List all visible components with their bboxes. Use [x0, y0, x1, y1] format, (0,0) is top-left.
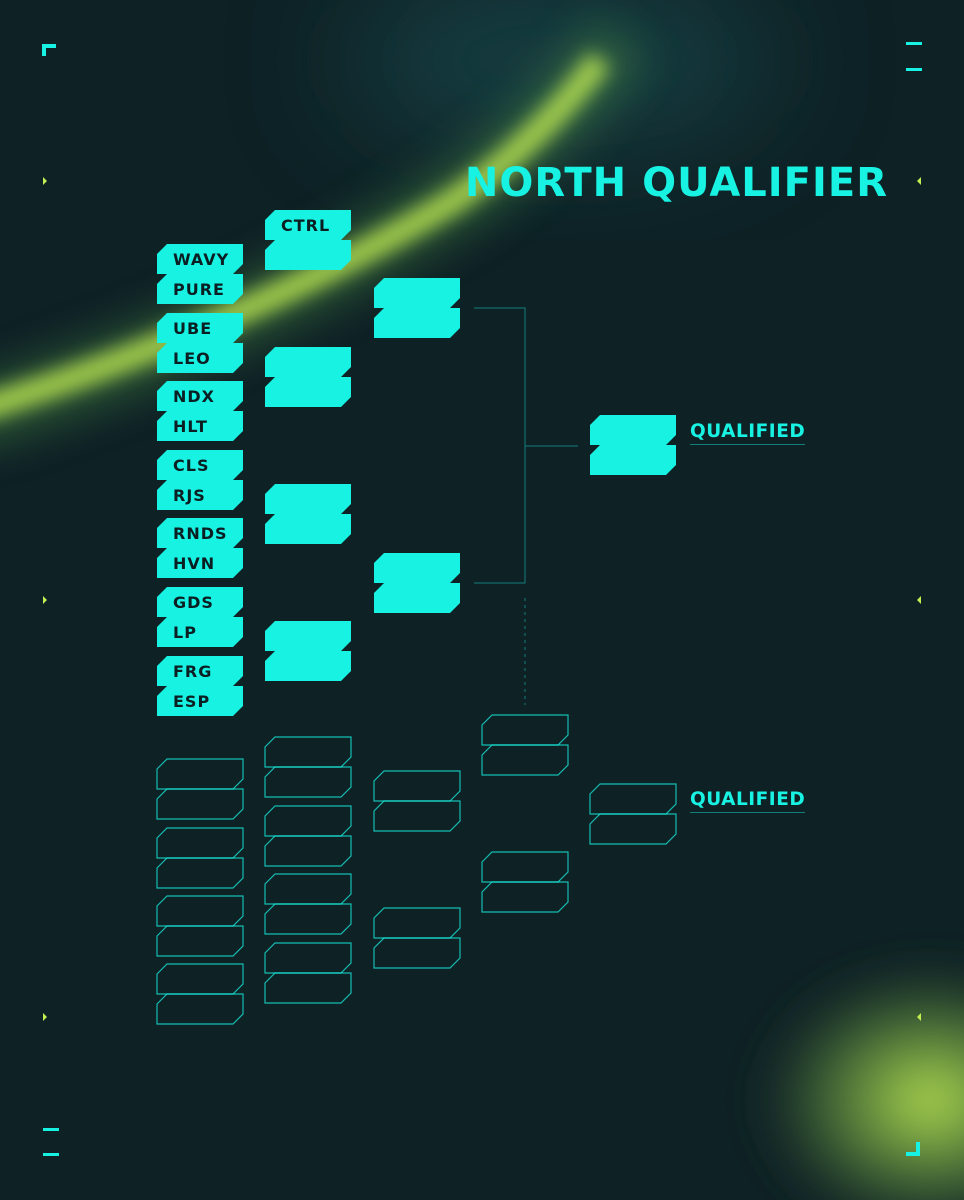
team-name: CLS [173, 456, 209, 475]
team-name: FRG [173, 662, 212, 681]
upper-r1-match-4-top: CLS [157, 450, 243, 480]
team-name: UBE [173, 319, 212, 338]
upper-r1-match-6-top: GDS [157, 587, 243, 617]
corner-mark-bottom-left [43, 1128, 59, 1131]
upper-r2-match-3-top [265, 484, 351, 514]
lower-r4-match-2-bottom [481, 881, 569, 913]
team-name: LEO [173, 349, 211, 368]
upper-r2-match-1-top: CTRL [265, 210, 351, 240]
upper-final-match-top [590, 415, 676, 445]
lower-r1-match-4-top [156, 963, 244, 995]
upper-r1-match-3-bottom: HLT [157, 411, 243, 441]
lower-r4-match-2-top [481, 851, 569, 883]
upper-r1-match-2-top: UBE [157, 313, 243, 343]
lower-r2-match-1-bottom [264, 766, 352, 798]
lower-r1-match-3-top [156, 895, 244, 927]
upper-r1-match-5-top: RNDS [157, 518, 243, 548]
team-name: GDS [173, 593, 214, 612]
team-name: PURE [173, 280, 225, 299]
page-title: NORTH QUALIFIER [464, 160, 888, 206]
team-name: NDX [173, 387, 215, 406]
team-name: ESP [173, 692, 210, 711]
lower-r1-match-3-bottom [156, 925, 244, 957]
upper-r1-match-6-bottom: LP [157, 617, 243, 647]
lower-r3-match-1-top [373, 770, 461, 802]
lower-r1-match-4-bottom [156, 993, 244, 1025]
upper-r1-match-1-bottom: PURE [157, 274, 243, 304]
upper-final-match-bottom [590, 445, 676, 475]
lower-r1-match-2-top [156, 827, 244, 859]
corner-mark-top-left [42, 44, 56, 56]
lower-r2-match-3-top [264, 873, 352, 905]
upper-r1-match-1-top: WAVY [157, 244, 243, 274]
lower-r2-match-2-top [264, 805, 352, 837]
upper-qualified-label: QUALIFIED [690, 421, 806, 445]
team-name: WAVY [173, 250, 229, 269]
upper-r2-match-2-top [265, 347, 351, 377]
lower-r1-match-1-bottom [156, 788, 244, 820]
upper-r3-match-2-top [374, 553, 460, 583]
team-name: HLT [173, 417, 208, 436]
lower-r2-match-3-bottom [264, 903, 352, 935]
lower-r2-match-1-top [264, 736, 352, 768]
lower-final-match-top [589, 783, 677, 815]
upper-r3-match-1-bottom [374, 308, 460, 338]
upper-r2-match-4-bottom [265, 651, 351, 681]
team-name: LP [173, 623, 197, 642]
team-name: CTRL [281, 216, 330, 235]
lower-final-match-bottom [589, 813, 677, 845]
upper-r3-match-2-bottom [374, 583, 460, 613]
lower-r2-match-4-top [264, 942, 352, 974]
lower-r4-match-1-top [481, 714, 569, 746]
lower-qualified-label: QUALIFIED [690, 789, 806, 813]
team-name: RJS [173, 486, 206, 505]
upper-r2-match-4-top [265, 621, 351, 651]
upper-r1-match-7-top: FRG [157, 656, 243, 686]
corner-mark-top-right [906, 42, 922, 45]
upper-r2-match-1-bottom [265, 240, 351, 270]
bracket-connector [474, 307, 578, 584]
upper-r3-match-1-top [374, 278, 460, 308]
upper-r2-match-2-bottom [265, 377, 351, 407]
lower-r3-match-1-bottom [373, 800, 461, 832]
lower-r3-match-2-bottom [373, 937, 461, 969]
lower-r2-match-4-bottom [264, 972, 352, 1004]
team-name: RNDS [173, 524, 228, 543]
lower-r1-match-2-bottom [156, 857, 244, 889]
corner-mark-bottom-right [906, 1142, 920, 1156]
lower-r1-match-1-top [156, 758, 244, 790]
upper-r1-match-3-top: NDX [157, 381, 243, 411]
upper-r1-match-4-bottom: RJS [157, 480, 243, 510]
team-name: HVN [173, 554, 215, 573]
upper-r1-match-5-bottom: HVN [157, 548, 243, 578]
upper-r1-match-7-bottom: ESP [157, 686, 243, 716]
lower-r3-match-2-top [373, 907, 461, 939]
upper-r2-match-3-bottom [265, 514, 351, 544]
upper-r1-match-2-bottom: LEO [157, 343, 243, 373]
lower-r4-match-1-bottom [481, 744, 569, 776]
lower-r2-match-2-bottom [264, 835, 352, 867]
